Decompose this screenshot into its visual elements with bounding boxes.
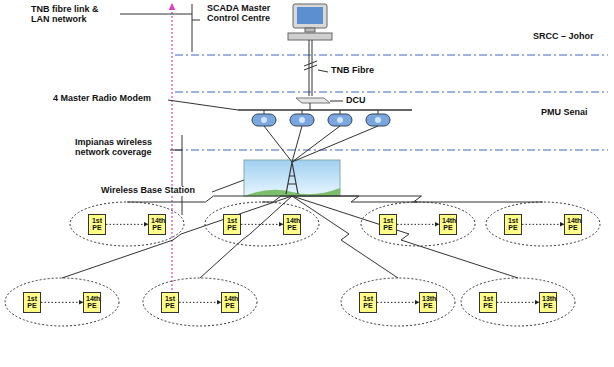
pe-box: 1st PE (161, 292, 179, 313)
sequence-arrow (106, 224, 148, 225)
pe-box: 1st PE (223, 214, 241, 235)
annotation-label: Impianas wireless network coverage (74, 138, 170, 158)
pe-box: 13th PE (419, 292, 437, 313)
pe-label: 1st PE (362, 295, 374, 310)
pe-box: 14th PE (148, 214, 166, 235)
pe-label: 1st PE (226, 217, 238, 232)
pe-box: 14th PE (439, 214, 457, 235)
sequence-arrow (397, 224, 439, 225)
annotation-label: TNB fibre link & LAN network (30, 5, 120, 25)
pe-label: 13th PE (542, 295, 554, 310)
pe-box: 1st PE (379, 214, 397, 235)
sequence-arrow (241, 224, 283, 225)
leader-line (168, 100, 238, 110)
annotation-label: TNB Fibre (330, 66, 375, 76)
sequence-arrow (522, 224, 564, 225)
sequence-arrow (179, 302, 221, 303)
pe-label: 14th PE (86, 295, 98, 310)
pe-box: 13th PE (539, 292, 557, 313)
dcu-device (296, 98, 343, 110)
pe-label: 13th PE (422, 295, 434, 310)
pe-box: 14th PE (221, 292, 239, 313)
pe-box: 1st PE (359, 292, 377, 313)
tier-separators (175, 55, 608, 150)
base-station-picture (212, 160, 340, 196)
radio-links (62, 126, 543, 278)
pe-label: 1st PE (482, 295, 494, 310)
pe-box: 1st PE (479, 292, 497, 313)
scope-arrow (171, 4, 172, 300)
pe-box: 1st PE (504, 214, 522, 235)
annotation-label: SCADA Master Control Centre (206, 4, 288, 24)
pe-label: 14th PE (224, 295, 236, 310)
annotation-label: Wireless Base Station (100, 186, 196, 196)
pe-box: 14th PE (83, 292, 101, 313)
pe-box: 14th PE (564, 214, 582, 235)
pe-label: 14th PE (442, 217, 454, 232)
sequence-arrow (497, 302, 539, 303)
pe-label: 14th PE (151, 217, 163, 232)
annotation-label: PMU Senai (540, 108, 589, 118)
annotation-label: 4 Master Radio Modem (52, 94, 152, 104)
pe-label: 14th PE (567, 217, 579, 232)
bracket-lines (118, 4, 200, 215)
pe-label: 1st PE (91, 217, 103, 232)
pe-label: 1st PE (164, 295, 176, 310)
sequence-arrow (377, 302, 419, 303)
coverage-ellipses (5, 202, 600, 326)
pe-label: 1st PE (26, 295, 38, 310)
radio-modems (252, 110, 390, 126)
annotation-label: DCU (345, 96, 367, 106)
pe-box: 1st PE (23, 292, 41, 313)
fibre-link (304, 40, 328, 96)
pe-box: 1st PE (88, 214, 106, 235)
annotation-label: SRCC – Johor (532, 32, 595, 42)
sequence-arrow (41, 302, 83, 303)
pe-label: 14th PE (286, 217, 298, 232)
pe-label: 1st PE (382, 217, 394, 232)
pe-box: 14th PE (283, 214, 301, 235)
pe-label: 1st PE (507, 217, 519, 232)
computer-icon (288, 4, 332, 40)
